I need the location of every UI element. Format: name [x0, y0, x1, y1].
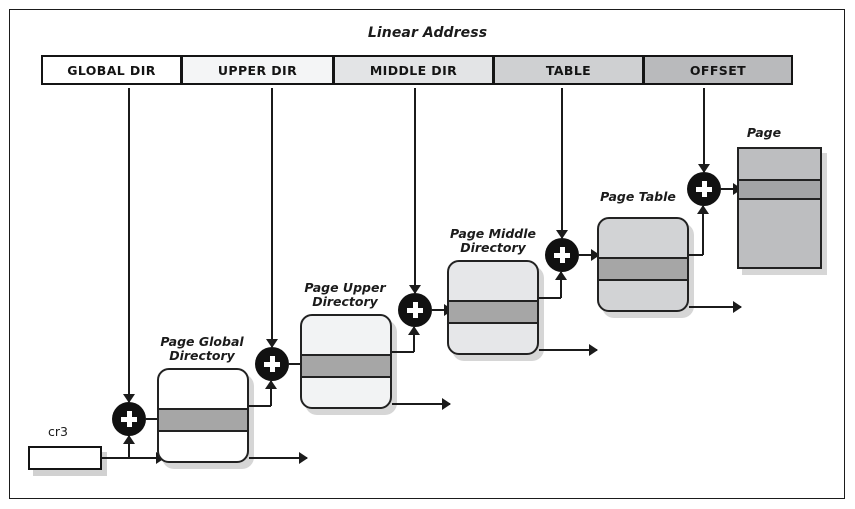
address-field-table[interactable]: TABLE: [493, 55, 643, 85]
stage-label-page-global-directory: Page Global Directory: [160, 334, 244, 363]
pgd-base-to-pud: [249, 452, 308, 464]
plus-icon: [545, 238, 579, 272]
page-offset-band: [739, 179, 820, 200]
stage-label-page-table: Page Table: [600, 189, 676, 204]
pmd-entry-band: [449, 300, 537, 324]
page-global-directory-box[interactable]: [157, 368, 249, 463]
connector-middle-dir: [409, 88, 421, 294]
stage-label-page: Page: [746, 125, 782, 140]
pud-base-to-pmd: [392, 398, 451, 410]
cr3-to-pgd-line: [102, 452, 165, 464]
pud-entry-band: [302, 354, 390, 378]
cr3-branch-to-plus1: [123, 435, 135, 458]
address-field-label: UPPER DIR: [217, 62, 298, 78]
connector-upper-dir: [266, 88, 278, 348]
pgd-branch-up-to-plus2: [265, 380, 277, 406]
connector-offset: [698, 88, 710, 173]
stage-label-page-middle-directory: Page Middle Directory: [450, 226, 536, 255]
pt-branch-up-to-plus5: [697, 205, 709, 255]
address-field-offset[interactable]: OFFSET: [643, 55, 793, 85]
stage-label-page-upper-directory: Page Upper Directory: [304, 280, 386, 309]
pmd-base-to-pt: [539, 344, 598, 356]
pt-entry-band: [599, 257, 687, 281]
page-title: Linear Address: [367, 25, 488, 41]
linear-address-bar: GLOBAL DIR UPPER DIR MIDDLE DIR TABLE OF…: [41, 55, 798, 92]
plus4-to-pt: [579, 249, 600, 261]
address-field-global-dir[interactable]: GLOBAL DIR: [41, 55, 181, 85]
plus-icon: [112, 402, 146, 436]
pgd-base-stub: [249, 457, 261, 459]
page-box[interactable]: [737, 147, 822, 269]
page-table-box[interactable]: [597, 217, 689, 312]
pt-base-to-page: [689, 301, 742, 313]
page-middle-directory-box[interactable]: [447, 260, 539, 355]
address-field-middle-dir[interactable]: MIDDLE DIR: [333, 55, 493, 85]
address-field-label: GLOBAL DIR: [67, 62, 156, 78]
pgd-to-plus2-line: [249, 405, 271, 407]
pgd-entry-band: [159, 408, 247, 432]
pmd-to-plus4-line: [539, 297, 561, 299]
plus-icon: [687, 172, 721, 206]
plus-icon: [398, 293, 432, 327]
cr3-label: cr3: [48, 424, 68, 439]
plus-icon: [255, 347, 289, 381]
connector-table: [556, 88, 568, 239]
cr3-register[interactable]: [28, 446, 102, 470]
pt-to-plus5-line: [689, 254, 703, 256]
connector-global-dir: [123, 88, 135, 403]
diagram-frame: [9, 9, 845, 499]
pmd-branch-up-to-plus4: [555, 271, 567, 298]
address-field-label: MIDDLE DIR: [369, 62, 458, 78]
pud-branch-up-to-plus3: [408, 326, 420, 352]
address-field-label: OFFSET: [689, 62, 747, 78]
address-field-upper-dir[interactable]: UPPER DIR: [181, 55, 333, 85]
address-field-label: TABLE: [545, 62, 592, 78]
pud-to-plus3-line: [392, 351, 414, 353]
page-upper-directory-box[interactable]: [300, 314, 392, 409]
